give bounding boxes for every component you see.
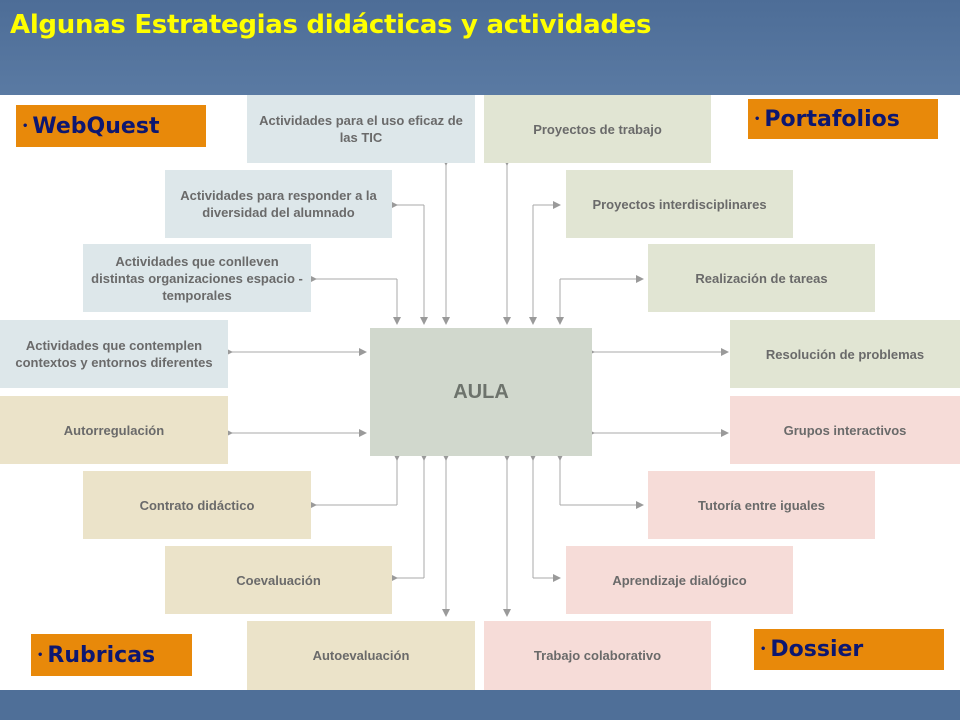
- box-tic: Actividades para el uso eficaz de las TI…: [247, 95, 475, 163]
- center-aula: AULA: [370, 328, 592, 456]
- bullet-icon: •: [22, 120, 29, 132]
- box-colaborativo: Trabajo colaborativo: [484, 621, 711, 690]
- box-organizaciones: Actividades que conlleven distintas orga…: [83, 244, 311, 312]
- bullet-icon: •: [754, 113, 761, 125]
- box-dialogico: Aprendizaje dialógico: [566, 546, 793, 614]
- box-autoevaluacion: Autoevaluación: [247, 621, 475, 690]
- tag-portafolios: • Portafolios: [748, 99, 938, 139]
- bullet-icon: •: [760, 644, 767, 655]
- tag-webquest-label: WebQuest: [32, 113, 160, 139]
- box-problemas: Resolución de problemas: [730, 320, 960, 388]
- tag-dossier-label: Dossier: [770, 637, 864, 662]
- footer-bar: [0, 690, 960, 720]
- slide-title: Algunas Estrategias didácticas y activid…: [10, 10, 652, 40]
- title-bar: Algunas Estrategias didácticas y activid…: [0, 0, 960, 95]
- tag-webquest: • WebQuest: [16, 105, 206, 147]
- box-interdisciplinares: Proyectos interdisciplinares: [566, 170, 793, 238]
- bullet-icon: •: [37, 649, 44, 661]
- box-contextos: Actividades que contemplen contextos y e…: [0, 320, 228, 388]
- tag-portafolios-label: Portafolios: [764, 106, 900, 132]
- tag-dossier: • Dossier: [754, 629, 944, 670]
- tag-rubricas-label: Rubricas: [47, 642, 156, 668]
- tag-rubricas: • Rubricas: [31, 634, 192, 676]
- box-tareas: Realización de tareas: [648, 244, 875, 312]
- box-diversidad: Actividades para responder a la diversid…: [165, 170, 392, 238]
- box-proyectos-trabajo: Proyectos de trabajo: [484, 95, 711, 163]
- box-coevaluacion: Coevaluación: [165, 546, 392, 614]
- box-tutoria: Tutoría entre iguales: [648, 471, 875, 539]
- box-contrato: Contrato didáctico: [83, 471, 311, 539]
- box-autorregulacion: Autorregulación: [0, 396, 228, 464]
- box-grupos: Grupos interactivos: [730, 396, 960, 464]
